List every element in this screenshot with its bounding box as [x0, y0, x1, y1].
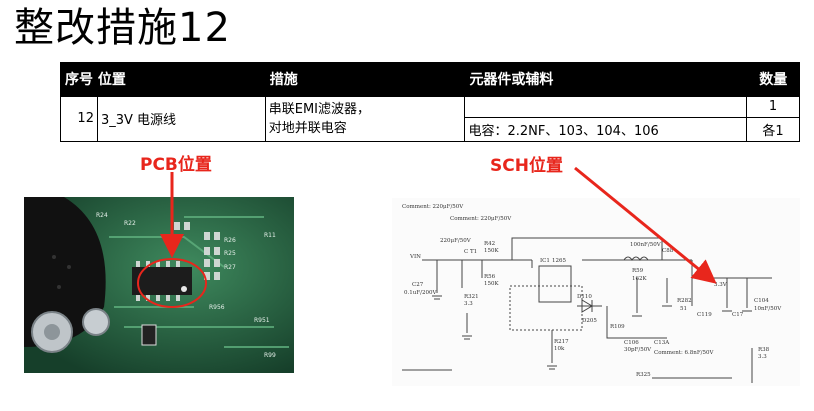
sch-label: 150K	[484, 281, 499, 287]
sch-label: 1265	[552, 258, 566, 264]
sch-label: R321	[464, 294, 479, 300]
sch-label: D205	[582, 318, 597, 324]
cell-material-2: 电容：2.2NF、103、104、106	[464, 116, 748, 142]
sch-label: 10nF/50V	[754, 306, 782, 312]
sch-label: C17	[732, 312, 744, 318]
sch-label: 3.3V	[714, 282, 728, 288]
sch-label: C104	[754, 298, 769, 304]
sch-label: C27	[412, 282, 424, 288]
sch-label: R217	[554, 339, 569, 345]
sch-callout: SCH位置	[490, 156, 563, 176]
sch-label: VIN	[409, 254, 421, 260]
schematic-drawing: Comment: 220μF/50V Comment: 220μF/50V C2…	[392, 198, 800, 386]
sch-label: R109	[610, 324, 625, 330]
sch-label: C T1	[464, 249, 477, 255]
cell-quantity-1: 1	[746, 95, 800, 118]
pcb-label: R951	[254, 317, 270, 324]
pcb-photo: R24 R22 R26 R25 R27 R11 R956 R951 R99	[24, 197, 294, 373]
pcb-label: R956	[209, 304, 225, 311]
sch-label: IC1	[540, 258, 550, 264]
table-row: 12 3_3V 电源线 串联EMI滤波器， 对地并联电容 1	[60, 95, 800, 142]
sch-label: 0.1uF/200V	[404, 290, 437, 296]
cell-material-1	[464, 95, 748, 118]
cell-measure: 串联EMI滤波器， 对地并联电容	[264, 95, 466, 142]
sch-label: R42	[484, 241, 495, 247]
measures-table: 序号 位置 措施 元器件或辅料 数量 12 3_3V 电源线 串联EMI滤波器，…	[60, 62, 800, 142]
sch-label: R325	[636, 372, 651, 378]
sch-label: Comment: 6.8nF/50V	[654, 350, 715, 356]
pcb-callout: PCB位置	[140, 155, 212, 175]
pcb-label: R27	[224, 264, 236, 271]
cell-position: 3_3V 电源线	[96, 95, 266, 142]
pcb-photo-drawing: R24 R22 R26 R25 R27 R11 R956 R951 R99	[24, 197, 294, 373]
pcb-label: R25	[224, 250, 236, 257]
pcb-label: R22	[124, 220, 136, 227]
sch-label: 150K	[484, 248, 499, 254]
sch-label: C119	[697, 312, 712, 318]
sch-label: R59	[632, 268, 644, 274]
cell-quantity-2: 各1	[746, 116, 800, 142]
sch-label: 220μF/50V	[440, 238, 472, 244]
sch-label: 162K	[632, 276, 647, 282]
header-quantity: 数量	[746, 62, 800, 96]
sch-label: C106	[624, 340, 639, 346]
sch-label: 10k	[554, 346, 565, 352]
page-title: 整改措施12	[14, 5, 231, 51]
pcb-label: R99	[264, 352, 276, 359]
sch-label: D110	[577, 294, 592, 300]
table-header-row: 序号 位置 措施 元器件或辅料 数量	[60, 62, 800, 96]
cell-seq: 12	[60, 95, 98, 142]
sch-label: 30pF/50V	[624, 347, 652, 353]
sch-label: 100nF/50V	[630, 242, 662, 248]
sch-label: 3.3	[758, 354, 767, 360]
header-material: 元器件或辅料	[464, 62, 747, 96]
pcb-label: R24	[96, 212, 108, 219]
sch-label: Comment: 220μF/50V	[450, 216, 512, 222]
sch-label: Comment: 220μF/50V	[402, 204, 464, 210]
sch-label: 51	[680, 306, 687, 312]
measure-line-2: 对地并联电容	[268, 120, 347, 136]
schematic-image: Comment: 220μF/50V Comment: 220μF/50V C2…	[392, 198, 800, 386]
sch-label: C13A	[654, 340, 670, 346]
sch-label: 3.3	[464, 301, 473, 307]
table-row: 电容：2.2NF、103、104、106 各1	[61, 116, 800, 142]
header-measure: 措施	[264, 62, 465, 96]
sch-label: R56	[484, 274, 496, 280]
measure-line-1: 串联EMI滤波器，	[268, 101, 370, 117]
pcb-label: R26	[224, 237, 236, 244]
sch-label: R282	[677, 298, 692, 304]
header-seq-position: 序号 位置	[60, 62, 266, 96]
pcb-label: R11	[264, 232, 276, 239]
sch-label: C88	[662, 248, 674, 254]
sch-label: R38	[758, 347, 770, 353]
